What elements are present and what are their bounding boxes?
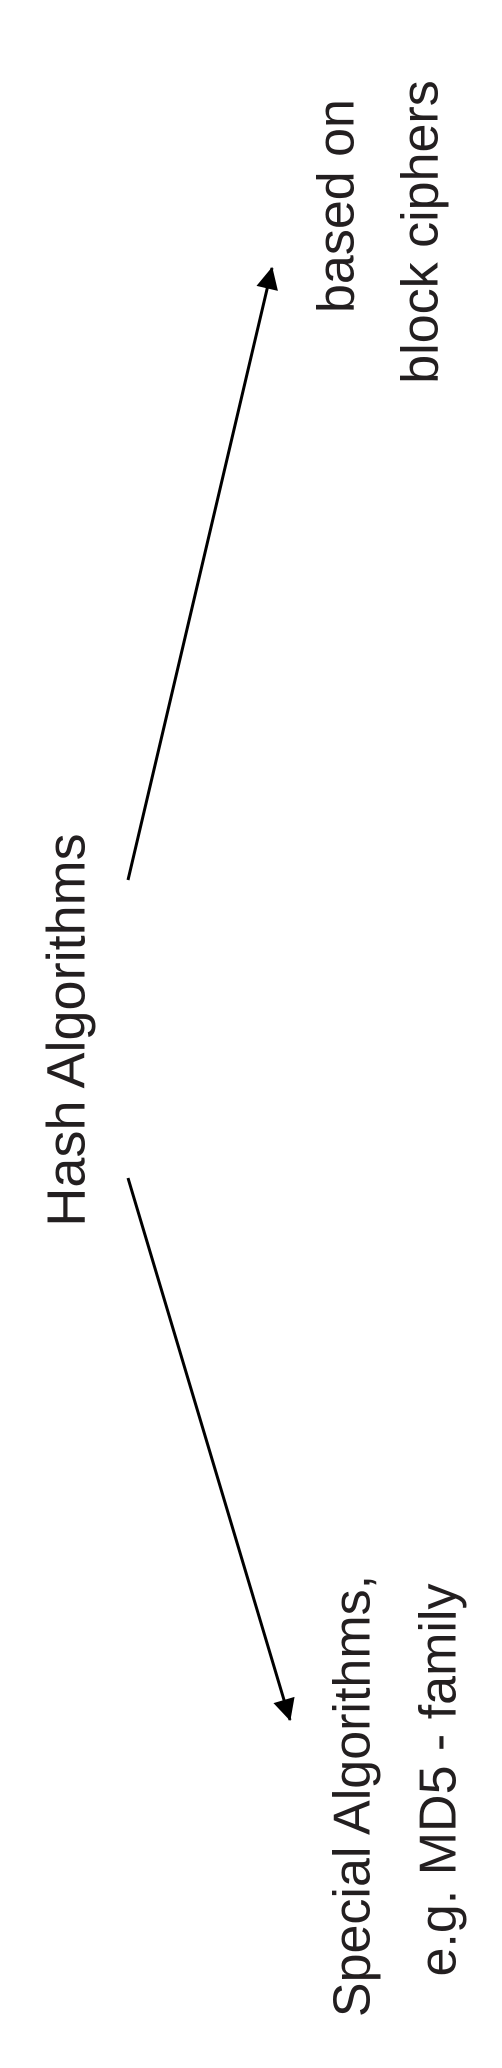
root-node-label: Hash Algorithms — [36, 833, 96, 1226]
branch-special-algorithms: Special Algorithms, e.g. MD5 - family — [324, 1575, 468, 2017]
branch-block-ciphers-line-2: block ciphers — [392, 80, 450, 383]
arrow-to-special-algorithms — [126, 1177, 295, 1722]
branch-block-ciphers: based on block ciphers — [308, 80, 450, 383]
arrow-to-block-ciphers — [126, 266, 278, 881]
branch-special-algorithms-line-2: e.g. MD5 - family — [410, 1584, 468, 1977]
branch-special-algorithms-line-1: Special Algorithms, — [324, 1575, 382, 2017]
branch-block-ciphers-line-1: based on — [308, 99, 366, 313]
